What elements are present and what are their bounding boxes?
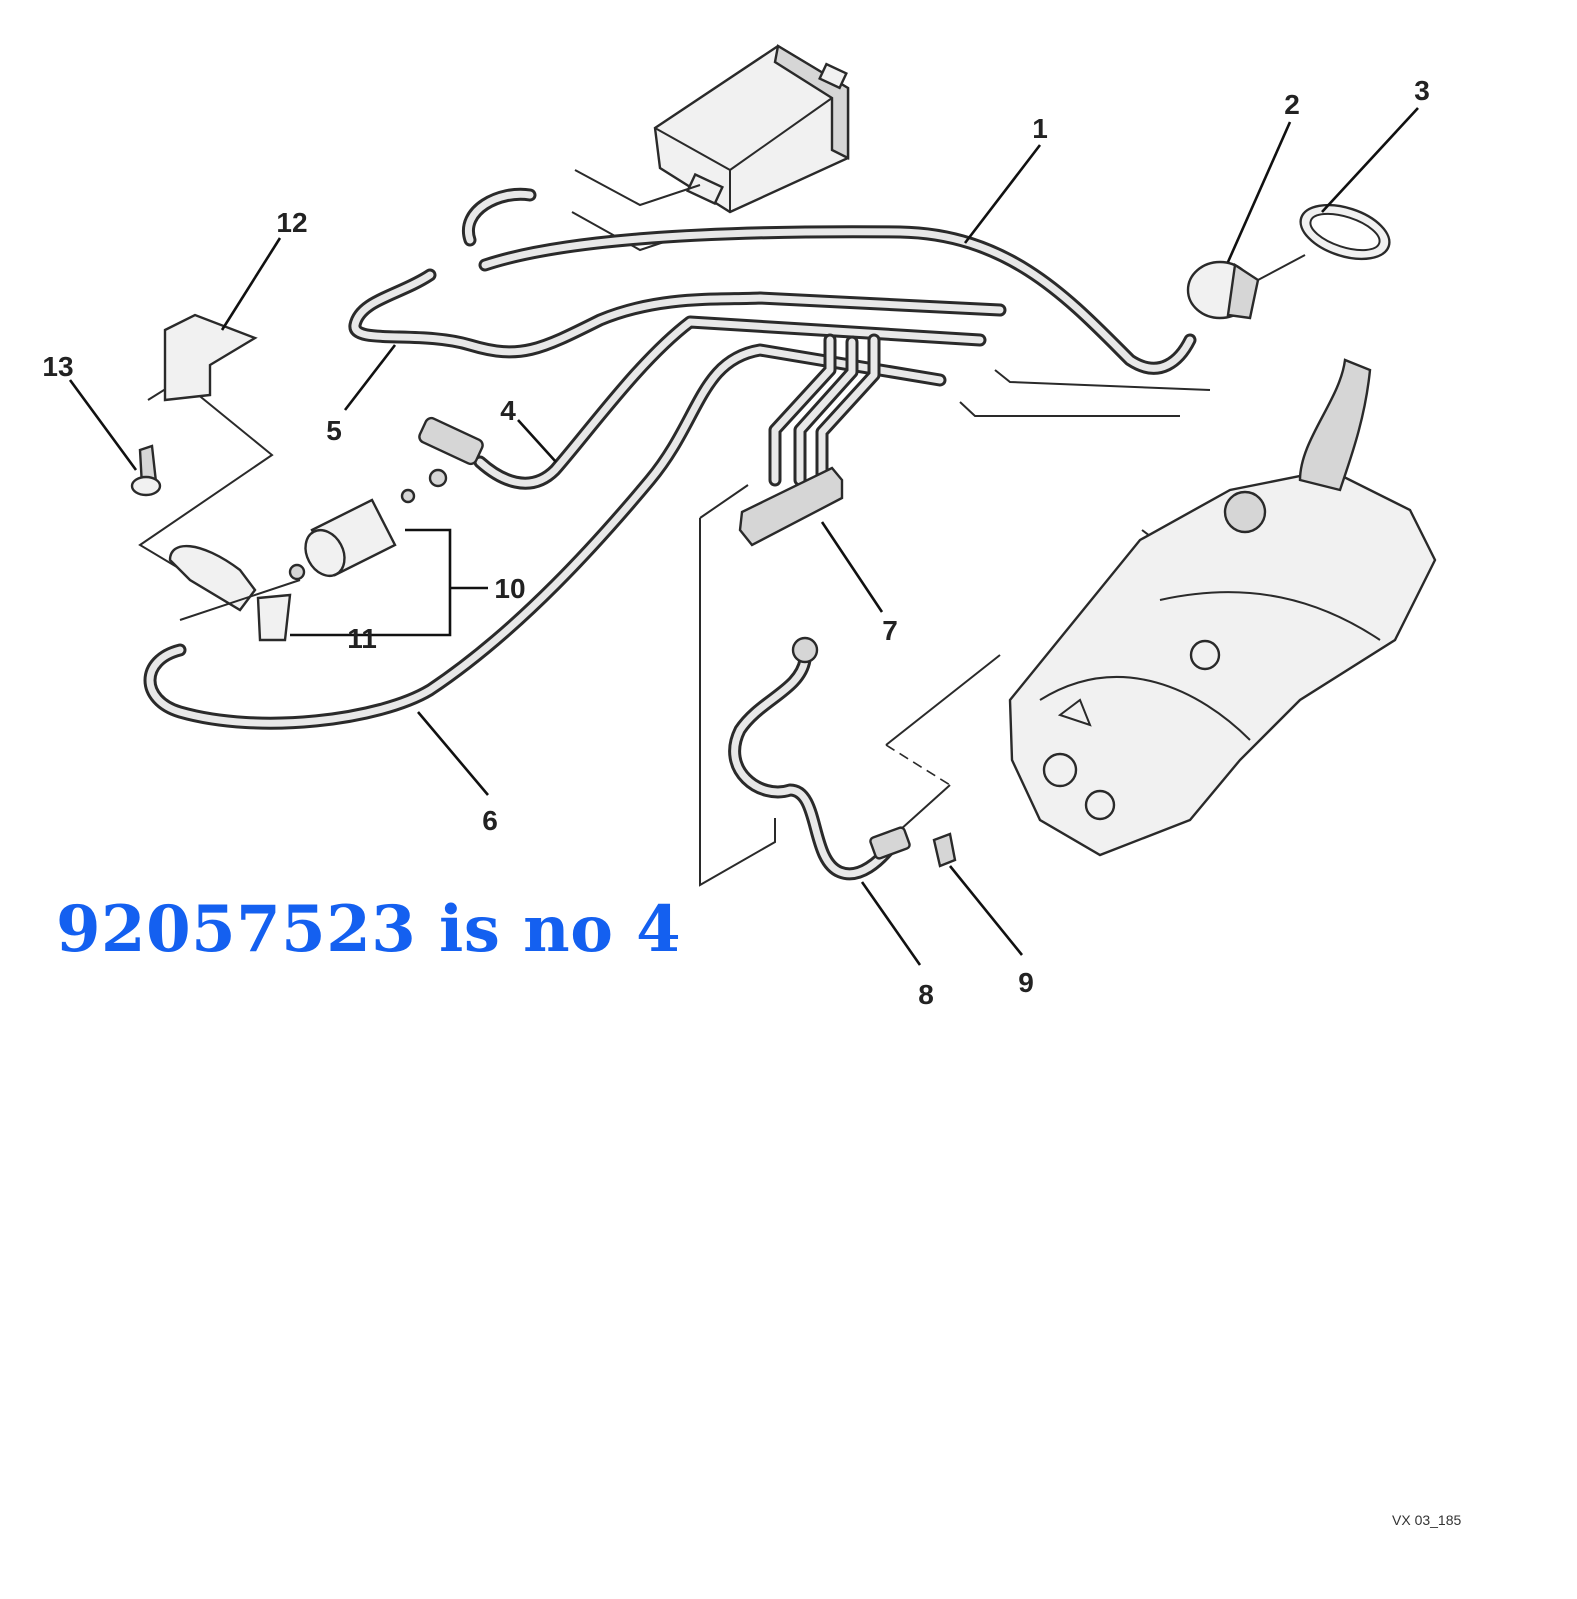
- callout-10: 10: [494, 573, 525, 604]
- callout-labels: 1 2 3 4 5 6 7 8 9 10 11 12 13: [42, 75, 1429, 1010]
- filler-ring-3: [1257, 203, 1391, 281]
- bracket-12: [163, 313, 258, 402]
- hose-4: [418, 315, 987, 490]
- callout-1: 1: [1032, 113, 1048, 144]
- callout-8: 8: [918, 979, 934, 1010]
- hose-6: [143, 343, 947, 730]
- callout-7: 7: [882, 615, 898, 646]
- pipe-clip-7: [738, 333, 881, 547]
- grommet-9: [932, 832, 957, 868]
- callout-12: 12: [276, 207, 307, 238]
- clamp-11: [168, 545, 301, 642]
- screw-13: [130, 444, 162, 497]
- filler-cap-2: [1186, 260, 1260, 320]
- callout-3: 3: [1414, 75, 1430, 106]
- hose-5: [348, 268, 1007, 359]
- callout-11: 11: [347, 623, 377, 654]
- fuel-tank: [1008, 358, 1437, 857]
- sender-lead-8: [728, 636, 911, 881]
- hose-1: [461, 187, 1197, 375]
- canister: [653, 44, 850, 214]
- callout-13: 13: [42, 351, 73, 382]
- callout-6: 6: [482, 805, 498, 836]
- callout-4: 4: [500, 395, 516, 426]
- callout-9: 9: [1018, 967, 1034, 998]
- reference-code: VX 03_185: [1392, 1512, 1462, 1528]
- callout-5: 5: [326, 415, 342, 446]
- leader-lines: [68, 107, 1419, 966]
- part-number-note: 92057523 is no 4: [56, 892, 682, 967]
- callout-2: 2: [1284, 89, 1300, 120]
- fuel-filter-10: [288, 468, 448, 581]
